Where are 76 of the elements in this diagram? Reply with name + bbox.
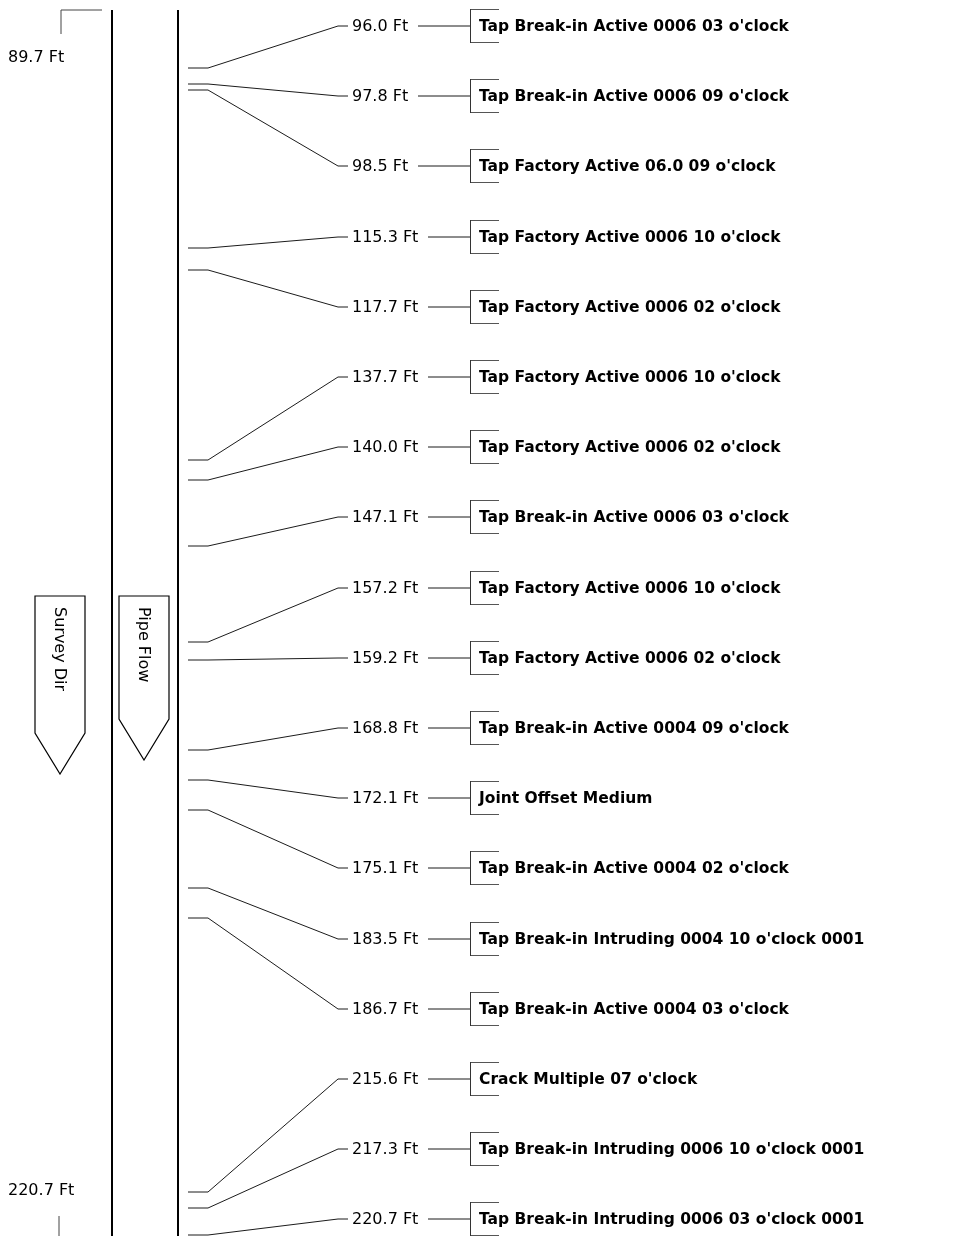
observation-label: Tap Break-in Active 0006 03 o'clock bbox=[470, 500, 791, 535]
leader-line bbox=[427, 797, 471, 799]
observation-label: Tap Factory Active 0006 02 o'clock bbox=[470, 640, 783, 675]
leader-line bbox=[187, 376, 349, 461]
leader-line bbox=[187, 269, 349, 308]
distance-label: 137.7 Ft bbox=[348, 367, 429, 387]
leader-line bbox=[427, 657, 471, 659]
leader-line bbox=[427, 867, 471, 869]
distance-label: 98.5 Ft bbox=[348, 156, 419, 177]
observation-label: Tap Break-in Active 0006 09 o'clock bbox=[470, 79, 791, 114]
leader-line bbox=[427, 236, 471, 238]
leader-line bbox=[187, 917, 349, 1010]
leader-line bbox=[187, 1148, 349, 1209]
leader-line bbox=[187, 727, 349, 751]
distance-label: 115.3 Ft bbox=[348, 226, 429, 247]
direction-arrow: Pipe Flow bbox=[118, 595, 170, 761]
leader-line bbox=[417, 25, 471, 27]
direction-arrow: Survey Dir bbox=[34, 595, 86, 775]
leader-line bbox=[427, 1078, 471, 1080]
observation-label: Tap Factory Active 0006 02 o'clock bbox=[470, 289, 783, 324]
leader-line bbox=[427, 446, 471, 448]
observation-label: Tap Factory Active 0006 02 o'clock bbox=[470, 430, 783, 465]
distance-label: 220.7 Ft bbox=[348, 1209, 429, 1230]
observation-label: Crack Multiple 07 o'clock bbox=[470, 1062, 700, 1096]
leader-line bbox=[187, 83, 349, 97]
leader-line bbox=[427, 1008, 471, 1010]
distance-label: 183.5 Ft bbox=[348, 928, 429, 949]
distance-label: 89.7 Ft bbox=[8, 47, 65, 66]
distance-label: 175.1 Ft bbox=[348, 858, 429, 879]
distance-label: 117.7 Ft bbox=[348, 296, 429, 317]
observation-label: Tap Factory Active 0006 10 o'clock bbox=[470, 360, 783, 394]
distance-label: 168.8 Ft bbox=[348, 718, 429, 738]
leader-line bbox=[187, 887, 349, 940]
leader-line bbox=[427, 376, 471, 378]
observation-label: Tap Break-in Active 0004 02 o'clock bbox=[470, 851, 791, 886]
observation-label: Tap Factory Active 0006 10 o'clock bbox=[470, 219, 783, 254]
observation-label: Tap Break-in Intruding 0004 10 o'clock 0001 bbox=[470, 921, 867, 956]
leader-line bbox=[417, 95, 471, 97]
distance-label: 140.0 Ft bbox=[348, 437, 429, 458]
leader-line bbox=[187, 809, 349, 869]
leader-line bbox=[427, 1218, 471, 1220]
leader-line bbox=[427, 516, 471, 518]
leader-line bbox=[417, 165, 471, 167]
observation-label: Tap Break-in Active 0004 03 o'clock bbox=[470, 991, 791, 1026]
observation-label: Tap Factory Active 0006 10 o'clock bbox=[470, 570, 783, 605]
observation-label: Tap Break-in Active 0006 03 o'clock bbox=[470, 9, 791, 43]
leader-line bbox=[427, 938, 471, 940]
distance-label: 147.1 Ft bbox=[348, 507, 429, 528]
leader-line bbox=[187, 236, 349, 249]
leader-line bbox=[427, 306, 471, 308]
leader-line bbox=[427, 587, 471, 589]
distance-label: 172.1 Ft bbox=[348, 788, 429, 809]
observation-label: Tap Break-in Intruding 0006 10 o'clock 0001 bbox=[470, 1132, 867, 1167]
observation-label: Joint Offset Medium bbox=[470, 781, 655, 816]
leader-line bbox=[187, 25, 349, 69]
leader-line bbox=[187, 657, 349, 661]
distance-label: 97.8 Ft bbox=[348, 86, 419, 107]
distance-label: 157.2 Ft bbox=[348, 577, 429, 598]
observation-label: Tap Break-in Active 0004 09 o'clock bbox=[470, 711, 791, 745]
leader-line bbox=[427, 1148, 471, 1150]
leader-line bbox=[187, 587, 349, 643]
leader-line bbox=[427, 727, 471, 729]
distance-label: 159.2 Ft bbox=[348, 647, 429, 668]
leader-line bbox=[187, 1218, 349, 1236]
distance-label: 217.3 Ft bbox=[348, 1139, 429, 1160]
leader-line bbox=[187, 1078, 349, 1193]
observation-label: Tap Break-in Intruding 0006 03 o'clock 0001 bbox=[470, 1202, 867, 1236]
distance-label: 215.6 Ft bbox=[348, 1069, 429, 1089]
observation-label: Tap Factory Active 06.0 09 o'clock bbox=[470, 149, 778, 184]
distance-label: 96.0 Ft bbox=[348, 16, 419, 36]
distance-label: 220.7 Ft bbox=[8, 1180, 75, 1199]
leader-line bbox=[187, 516, 349, 547]
leader-line bbox=[187, 779, 349, 799]
leader-line bbox=[187, 89, 349, 167]
distance-label: 186.7 Ft bbox=[348, 998, 429, 1019]
leader-line bbox=[187, 446, 349, 481]
